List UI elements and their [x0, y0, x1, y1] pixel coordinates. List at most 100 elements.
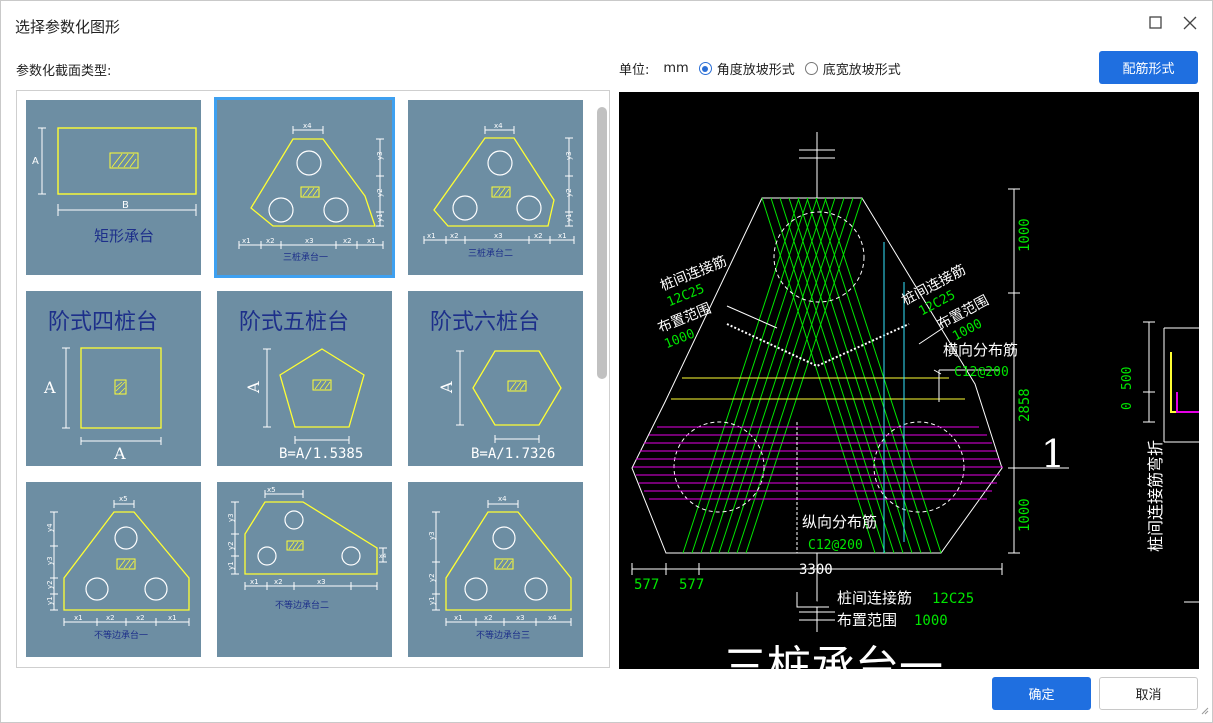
- tile-three-pile-cap-2-label: 三桩承台二: [468, 247, 513, 259]
- tile-step-five-pile[interactable]: 阶式五桩台 A B=A/1.5385: [217, 291, 392, 466]
- vert-value: C12@200: [808, 538, 863, 553]
- horiz-value: C12@200: [954, 365, 1009, 380]
- tile8-y2: y2: [227, 541, 235, 550]
- tile-step-six-pile[interactable]: 阶式六桩台 A B=A/1.7326: [408, 291, 583, 466]
- close-icon[interactable]: [1181, 14, 1199, 32]
- dim-1000-bottom: 1000: [1017, 498, 1033, 532]
- tile7-x2b: x2: [136, 614, 145, 622]
- tile-unequal-cap-1-label: 不等边承台一: [94, 629, 148, 641]
- tile3-x2a: x2: [450, 232, 459, 240]
- tile3-x4: x4: [494, 122, 503, 130]
- tile2-y2: y2: [376, 188, 384, 197]
- tile3-y1: y1: [565, 213, 573, 222]
- tile7-x1a: x1: [74, 614, 83, 622]
- tile-step-four-pile[interactable]: 阶式四桩台 A A: [26, 291, 201, 466]
- horiz-label: 横向分布筋: [943, 341, 1018, 359]
- tile9-x4: x4: [498, 495, 507, 503]
- shape-gallery: A B 矩形承台 x4 y3 y2 y1 x1 x: [16, 90, 610, 668]
- section-type-label: 参数化截面类型:: [16, 64, 112, 79]
- unit-row: 单位: mm 角度放坡形式 底宽放坡形式: [619, 59, 901, 78]
- tile-step-four-pile-label: 阶式四桩台: [48, 310, 158, 335]
- tile9-y1: y1: [428, 596, 436, 605]
- tile6-dim-b: B=A/1.7326: [471, 446, 555, 462]
- tile7-x1b: x1: [168, 614, 177, 622]
- tile-unequal-cap-1[interactable]: x5 y4 y3 y2 y1 x1 x2 x2 x1 不等边承台一: [26, 482, 201, 657]
- dim-2858: 2858: [1017, 388, 1033, 422]
- ok-button[interactable]: 确定: [992, 677, 1091, 710]
- tile-rect-dim-a: A: [32, 156, 39, 167]
- tile4-dim-b: A: [113, 444, 126, 463]
- tile2-x1b: x1: [367, 237, 376, 245]
- dialog-title: 选择参数化图形: [15, 18, 121, 36]
- resize-grip-icon[interactable]: [1199, 700, 1209, 719]
- tile-step-six-pile-label: 阶式六桩台: [430, 310, 540, 335]
- gallery-scrollbar[interactable]: [597, 107, 607, 379]
- tile3-x2b: x2: [534, 232, 543, 240]
- preview-title: 三桩承台一: [723, 642, 943, 669]
- tile-three-pile-cap-2[interactable]: x4 y3 y2 y1 x1 x2 x3 x2 x1 三桩承台二: [408, 100, 583, 275]
- section-mark: 1: [1041, 432, 1065, 476]
- tile2-x4: x4: [303, 122, 312, 130]
- tile7-y2: y2: [46, 580, 54, 589]
- tile8-x3: x3: [317, 578, 326, 586]
- radio-unselected-icon: [804, 62, 818, 75]
- tile-three-pile-cap-1[interactable]: x4 y3 y2 y1 x1 x2 x3 x2 x1 三桩承台一: [214, 97, 395, 278]
- radio-angle-slope-label: 角度放坡形式: [716, 63, 795, 78]
- tile8-x1: x1: [250, 578, 259, 586]
- tile7-y1: y1: [46, 596, 54, 605]
- tile2-x3: x3: [305, 237, 314, 245]
- cancel-button[interactable]: 取消: [1099, 677, 1198, 710]
- radio-bottom-width-slope[interactable]: 底宽放坡形式: [804, 59, 901, 78]
- tile2-x1a: x1: [242, 237, 251, 245]
- tile7-y3: y3: [46, 556, 54, 565]
- tile8-x5: x5: [267, 486, 276, 494]
- tile3-x1a: x1: [427, 232, 436, 240]
- dim-577-b: 577: [679, 577, 704, 593]
- tile9-y2: y2: [428, 573, 436, 582]
- unit-value: mm: [663, 61, 689, 76]
- tile9-x3: x3: [516, 614, 525, 622]
- radio-angle-slope[interactable]: 角度放坡形式: [698, 59, 795, 78]
- radio-selected-icon: [698, 62, 712, 75]
- tile7-x2a: x2: [106, 614, 115, 622]
- dim-577-a: 577: [634, 577, 659, 593]
- tile8-x4: x4: [379, 553, 387, 560]
- tile-unequal-cap-3-label: 不等边承台三: [476, 629, 530, 641]
- tile2-x2b: x2: [343, 237, 352, 245]
- tile9-x1: x1: [454, 614, 463, 622]
- cad-preview: 1000 2858 1000 1 3300 577 577 桩间连接筋 12C2…: [619, 92, 1199, 669]
- tile-rect-cap[interactable]: A B 矩形承台: [26, 100, 201, 275]
- tile-step-five-pile-label: 阶式五桩台: [239, 310, 349, 335]
- maximize-icon[interactable]: [1147, 14, 1165, 32]
- tile7-x5: x5: [119, 495, 128, 503]
- tile9-x4b: x4: [548, 614, 557, 622]
- tile-rect-label: 矩形承台: [94, 227, 154, 245]
- tile8-x2: x2: [274, 578, 283, 586]
- rebar-form-button[interactable]: 配筋形式: [1099, 51, 1198, 84]
- tile-unequal-cap-3[interactable]: x4 y3 y2 y1 x1 x2 x3 x4 不等边承台三: [408, 482, 583, 657]
- tile8-y3: y3: [227, 513, 235, 522]
- tile5-dim-b: B=A/1.5385: [279, 446, 363, 462]
- vert-label: 纵向分布筋: [802, 513, 877, 531]
- bottom-range-label: 布置范围: [837, 611, 897, 629]
- side-0: 0: [1120, 402, 1135, 410]
- radio-bottom-width-slope-label: 底宽放坡形式: [822, 63, 901, 78]
- tile-unequal-cap-2[interactable]: x5 y3 y2 y1 x4 x1 x2 x3 不等边承台二: [217, 482, 392, 657]
- tile4-dim-a: A: [43, 378, 56, 397]
- side-label: 桩间连接筋弯折: [1146, 440, 1165, 552]
- side-500: 500: [1120, 367, 1135, 390]
- bottom-bar-label: 桩间连接筋: [837, 589, 912, 607]
- unit-label: 单位:: [619, 63, 650, 78]
- tile6-dim-a: A: [437, 381, 456, 394]
- tile5-dim-a: A: [244, 381, 263, 394]
- tile7-y4: y4: [46, 523, 54, 532]
- tile-three-pile-cap-1-label: 三桩承台一: [283, 251, 328, 263]
- tile3-y2: y2: [565, 188, 573, 197]
- tile2-y3: y3: [376, 151, 384, 160]
- tile3-x3: x3: [494, 232, 503, 240]
- bottom-bar-value: 12C25: [932, 591, 974, 607]
- tile8-y1: y1: [227, 561, 235, 570]
- tile3-x1b: x1: [558, 232, 567, 240]
- bottom-range-value: 1000: [914, 613, 948, 629]
- tile9-y3: y3: [428, 531, 436, 540]
